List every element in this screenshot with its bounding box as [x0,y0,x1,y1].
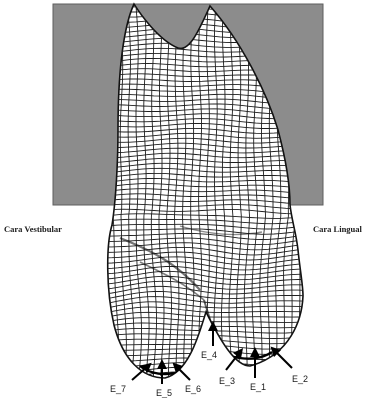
vestibular-face-label: Cara Vestibular [4,224,62,234]
mesh-line-horizontal [100,367,310,375]
point-label-e7: E_7 [110,384,126,394]
point-label-e3: E_3 [219,376,235,386]
arrow-up-left-icon [274,350,292,368]
mesh-line-horizontal [100,363,310,370]
point-label-e2: E_2 [292,374,308,384]
point-label-e6: E_6 [185,384,201,394]
point-label-e4: E_4 [201,350,217,360]
mesh-line-horizontal [100,372,310,380]
arrow-up-left-icon [176,366,190,380]
point-label-e1: E_1 [250,382,266,392]
lingual-face-label: Cara Lingual [313,224,363,234]
point-label-e5: E_5 [156,388,172,398]
